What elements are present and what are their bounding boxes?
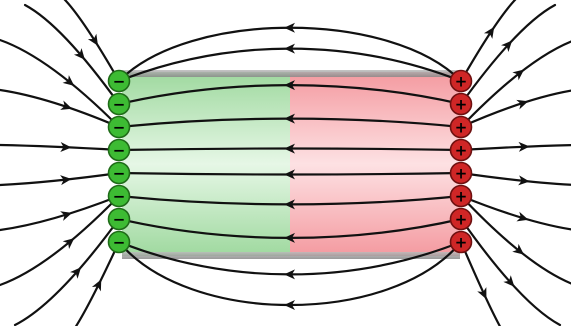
field-line-fringe-left — [0, 194, 121, 232]
field-arrow — [518, 141, 530, 152]
positive-charge — [449, 69, 473, 93]
field-region-bottom-band — [122, 252, 460, 259]
field-line-fringe-right — [459, 143, 571, 152]
field-arrow — [501, 40, 513, 52]
negative-charge-symbol: − — [113, 119, 126, 137]
field-arrow — [516, 211, 529, 222]
field-arrow — [284, 232, 295, 243]
negative-charge-symbol: − — [113, 165, 126, 183]
field-line-fringe-right — [459, 0, 517, 83]
negative-charge — [107, 161, 131, 185]
field-arrow — [284, 43, 296, 54]
positive-charge — [449, 207, 473, 231]
field-arrow — [60, 100, 73, 110]
negative-charge-symbol: − — [113, 211, 126, 229]
positive-charge-symbol: + — [455, 119, 468, 137]
positive-charge — [449, 161, 473, 185]
negative-charge-symbol: − — [113, 96, 126, 114]
field-arrow — [62, 75, 75, 86]
field-line-fringe-left — [0, 38, 121, 129]
positive-charge — [449, 115, 473, 139]
negative-charge-symbol: − — [113, 73, 126, 91]
negative-charge — [107, 69, 131, 93]
field-arrow — [516, 99, 529, 110]
field-region-top-band — [122, 70, 460, 77]
positive-charge-symbol: + — [455, 142, 468, 160]
field-arrow — [512, 243, 524, 255]
positive-charge — [449, 138, 473, 162]
field-line-fringe-left — [74, 240, 121, 326]
negative-charge — [107, 115, 131, 139]
field-arrow — [60, 211, 73, 221]
negative-charge — [107, 92, 131, 116]
field-line-fringe-left — [0, 143, 121, 152]
field-line-fringe-left — [0, 171, 121, 187]
negative-charge — [107, 184, 131, 208]
field-region-negative-side — [122, 72, 290, 256]
field-arrow — [518, 175, 530, 186]
positive-charge-symbol: + — [455, 211, 468, 229]
field-arrow — [284, 300, 296, 311]
field-arrow — [284, 269, 296, 280]
positive-plate: + + + + + + + + — [449, 69, 473, 254]
field-arrow — [483, 26, 495, 39]
field-arrow — [477, 287, 487, 300]
field-line-fringe-right — [459, 240, 502, 326]
field-line-fringe-left — [0, 88, 121, 129]
positive-charge-symbol: + — [455, 234, 468, 252]
positive-charge-symbol: + — [455, 188, 468, 206]
field-line-fringe-right — [459, 171, 571, 186]
field-arrow — [62, 238, 75, 249]
field-arrow — [284, 143, 295, 154]
negative-charge-symbol: − — [113, 188, 126, 206]
field-region — [122, 70, 460, 259]
negative-charge — [107, 138, 131, 162]
field-arrow — [60, 141, 72, 152]
field-arrow — [70, 267, 82, 279]
negative-charge-symbol: − — [113, 234, 126, 252]
positive-charge-symbol: + — [455, 73, 468, 91]
field-line-fringe-left — [0, 194, 121, 287]
field-line-fringe-left — [63, 0, 121, 83]
field-region-positive-side — [290, 72, 460, 256]
field-arrow — [503, 275, 515, 287]
field-line-fringe-right — [459, 217, 562, 326]
field-arrow — [284, 22, 296, 33]
field-arrow — [73, 48, 85, 60]
field-arrow — [512, 69, 525, 81]
field-arrow — [87, 33, 99, 46]
field-arrow — [284, 169, 295, 180]
field-arrow — [60, 175, 72, 186]
field-arrow — [284, 199, 295, 210]
field-line-fringe-left — [13, 217, 121, 326]
negative-charge — [107, 207, 131, 231]
field-arrow — [284, 113, 295, 124]
field-line-fringe-right — [459, 89, 571, 129]
negative-charge-symbol: − — [113, 142, 126, 160]
field-line-fringe-left — [23, 3, 121, 106]
field-line-fringe-right — [459, 3, 557, 106]
field-arrow — [91, 279, 102, 292]
positive-charge-symbol: + — [455, 96, 468, 114]
positive-charge — [449, 230, 473, 254]
field-arrow — [284, 80, 295, 91]
negative-charge — [107, 230, 131, 254]
positive-charge — [449, 184, 473, 208]
field-line-arrows — [60, 22, 530, 311]
positive-charge — [449, 92, 473, 116]
positive-charge-symbol: + — [455, 165, 468, 183]
negative-plate: − − − − − − − − — [107, 69, 131, 254]
